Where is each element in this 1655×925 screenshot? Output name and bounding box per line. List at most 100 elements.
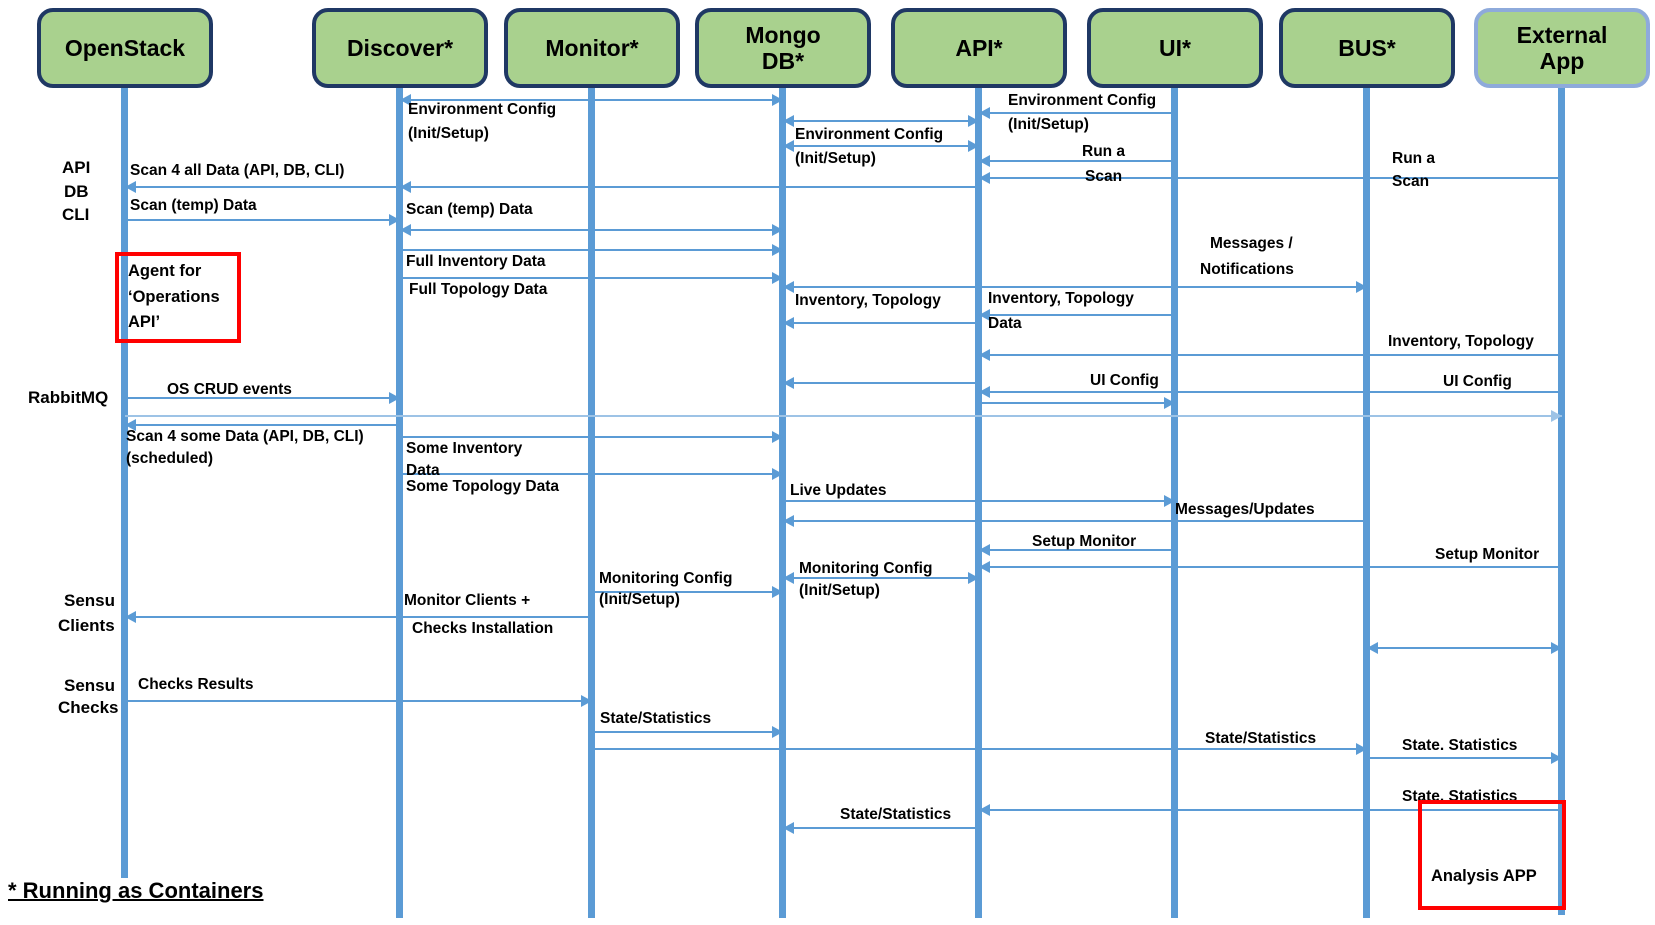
footnote: * Running as Containers [8,878,264,903]
message-label: Data [406,462,440,479]
actor-label: BUS* [1338,34,1396,61]
message-arrow [125,214,400,226]
arrow-head [772,244,783,256]
message-label: Live Updates [790,482,887,499]
actor-label: Mongo DB* [745,21,821,74]
message-label: Inventory, Topology [1388,333,1534,350]
actor-ui: UI* [1087,8,1263,88]
side-label: Sensu [64,676,116,695]
message-label: (scheduled) [126,450,213,467]
arrow-head [968,572,979,584]
message-label: Scan 4 some Data (API, DB, CLI) [126,428,364,445]
message-arrow [979,281,1367,293]
arrow-head [1164,397,1175,409]
arrow-head [968,115,979,127]
message-arrow [1367,752,1562,764]
message-label: UI Config [1443,373,1512,390]
message-label: Environment Config [795,126,944,143]
actor-mongo-db: Mongo DB* [695,8,871,88]
arrow-head [979,386,990,398]
arrow-head [1551,642,1562,654]
arrow-head [125,419,136,431]
arrow-head [783,281,794,293]
message-arrow [979,155,1175,167]
message-label: Messages/Updates [1175,501,1315,518]
lifeline-discover [396,88,403,918]
message-label: Scan (temp) Data [406,201,533,218]
side-label: Sensu [64,591,116,610]
arrow-head [1551,410,1562,422]
arrow-head [783,822,794,834]
message-arrow [783,377,979,389]
lifeline-monitor [588,88,595,918]
message-label: (Init/Setup) [795,150,876,167]
arrow-head [1551,752,1562,764]
message-arrow [400,431,783,443]
message-arrow [125,611,592,623]
arrow-head [125,181,136,193]
message-label: Scan 4 all Data (API, DB, CLI) [130,162,345,179]
arrow-head [783,317,794,329]
arrow-head [979,804,990,816]
message-label: Setup Monitor [1435,546,1540,563]
message-label: State/Statistics [1205,730,1317,747]
message-arrow [125,181,400,193]
arrow-head [1356,743,1367,755]
message-arrow [400,272,783,284]
message-arrow [592,586,783,598]
arrow-head [1367,642,1378,654]
message-arrow [400,224,783,236]
message-label: Monitoring Config [799,560,933,577]
annotation-text: Agent for ‘Operations API’ [128,262,220,332]
message-label: UI Config [1090,372,1159,389]
arrow-head [581,695,592,707]
message-label: Full Inventory Data [406,253,546,270]
message-label: (Init/Setup) [1008,116,1089,133]
actor-api: API* [891,8,1067,88]
actor-openstack: OpenStack [37,8,213,88]
message-arrow [979,309,1175,321]
message-arrow [979,172,1562,184]
arrow-head [1164,495,1175,507]
message-arrow [979,561,1562,573]
arrow-head [389,392,400,404]
message-label: Messages / [1210,235,1293,252]
message-label: Inventory, Topology [988,290,1134,307]
agent-annotation: Agent for ‘Operations API’ [115,252,241,343]
arrow-head [979,561,990,573]
message-arrow [979,386,1562,398]
message-arrow [783,281,979,293]
message-label: Data [988,315,1022,332]
arrow-head [772,726,783,738]
message-arrow [592,726,783,738]
actor-discover: Discover* [312,8,488,88]
message-arrow [979,107,1175,119]
message-arrow [783,822,979,834]
message-arrow [783,572,979,584]
arrow-head [783,115,794,127]
actor-label: Discover* [346,34,454,61]
arrow-head [783,140,794,152]
actor-external-app: External App [1474,8,1650,88]
lifeline-external-app [1558,88,1565,915]
message-arrow [400,181,979,193]
arrow-head [772,224,783,236]
message-label: OS CRUD events [167,381,292,398]
arrow-head [979,309,990,321]
analysis-annotation: Analysis APP [1418,800,1566,910]
actor-label: API* [955,34,1003,61]
message-label: Run a [1082,143,1126,160]
message-arrow [125,392,400,404]
lifeline-openstack [121,88,128,878]
message-arrow [783,317,979,329]
actor-monitor: Monitor* [504,8,680,88]
actor-label: UI* [1159,34,1191,61]
message-arrow [783,515,1367,527]
message-arrow [400,468,783,480]
message-label: Some Inventory [406,440,523,457]
message-arrow [979,349,1562,361]
message-label: (Init/Setup) [408,125,489,142]
arrow-head [979,349,990,361]
message-arrow [592,743,1367,755]
